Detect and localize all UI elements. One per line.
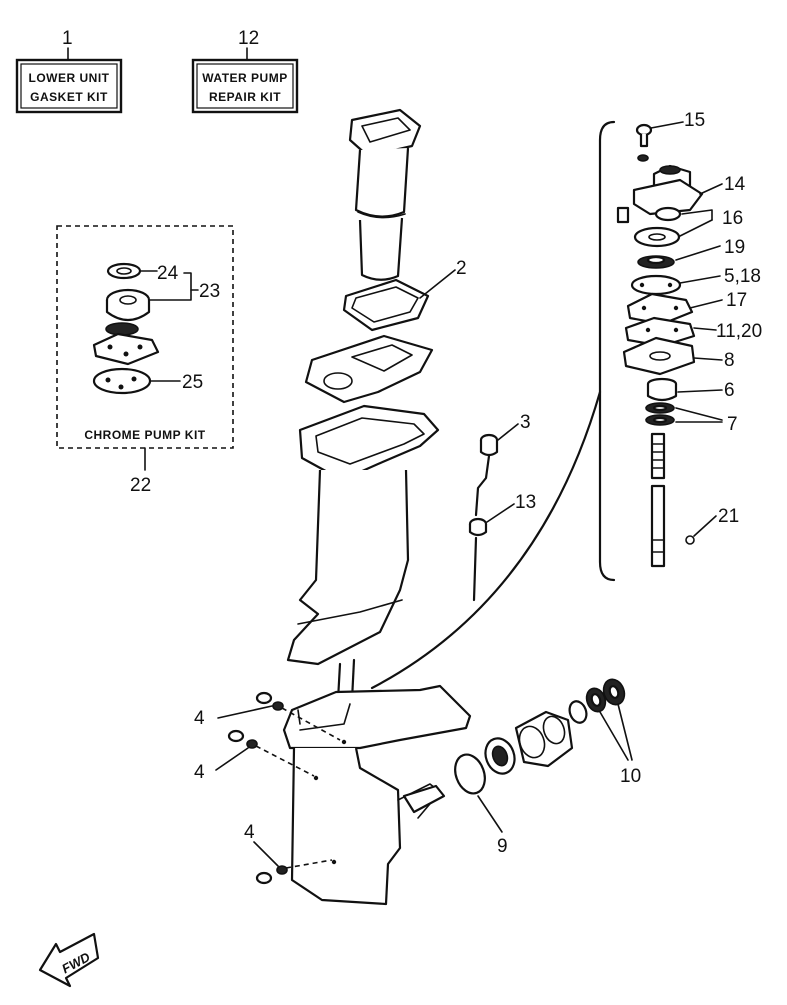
callout-10: 10 xyxy=(620,766,641,787)
part-14-pump-housing xyxy=(616,164,704,224)
kit-chrome-pump: CHROME PUMP KIT 22 24 23 25 xyxy=(56,225,234,496)
part-2-gasket: 2 xyxy=(342,258,467,332)
part-bushing xyxy=(568,700,588,724)
part-4-bolt-lower: 4 xyxy=(244,822,333,885)
part-4-bolt-upper: 4 xyxy=(194,691,341,741)
part-13-water-tube-grommet: 13 xyxy=(468,454,536,602)
callout-5-18: 5,18 xyxy=(724,266,761,287)
callout-17: 17 xyxy=(726,290,747,311)
part-4-bolt-middle: 4 xyxy=(194,729,315,783)
part-7-oil-seals xyxy=(645,402,675,426)
kit-number-1: 1 xyxy=(62,28,73,49)
part-6-seal-housing xyxy=(646,377,678,402)
callout-25: 25 xyxy=(182,372,203,393)
kit-label-water-pump: 12 WATER PUMP REPAIR KIT xyxy=(191,28,299,114)
part-11-20-gasket xyxy=(624,316,696,348)
callout-13: 13 xyxy=(515,492,536,513)
kit-label-lower-unit: 1 LOWER UNIT GASKET KIT xyxy=(15,28,123,114)
part-9-o-ring: 9 xyxy=(454,753,508,857)
callout-9: 9 xyxy=(497,836,508,857)
callout-8: 8 xyxy=(724,350,735,371)
part-10-seals: 10 xyxy=(585,678,641,787)
callout-4-lower: 4 xyxy=(244,822,255,843)
callout-16: 16 xyxy=(722,208,743,229)
part-upper-casing xyxy=(286,404,440,666)
callout-11-20: 11,20 xyxy=(716,321,762,342)
kit-water-pump-line2: REPAIR KIT xyxy=(209,90,281,104)
guide-line xyxy=(370,390,602,690)
callout-2: 2 xyxy=(456,258,467,279)
kit-lower-unit-line1: LOWER UNIT xyxy=(29,71,110,85)
part-16-insert xyxy=(633,206,682,248)
callout-19: 19 xyxy=(724,237,745,258)
callout-23: 23 xyxy=(199,281,220,302)
part-driveshaft-housing xyxy=(348,108,422,281)
callout-7: 7 xyxy=(727,414,738,435)
fwd-arrow-icon: FWD xyxy=(38,932,100,988)
part-25-gasket xyxy=(92,367,152,395)
part-exhaust-plate xyxy=(304,334,434,404)
callout-15: 15 xyxy=(684,110,705,131)
callout-14: 14 xyxy=(724,174,746,195)
part-gearcase xyxy=(282,658,472,906)
kit-lower-unit-line2: GASKET KIT xyxy=(30,90,108,104)
kit-number-12: 12 xyxy=(238,28,259,49)
part-19-impeller xyxy=(637,255,675,269)
kit-number-22: 22 xyxy=(130,475,151,496)
part-8-base-plate xyxy=(622,336,696,376)
part-impeller xyxy=(92,322,160,366)
part-5-18-gasket xyxy=(630,274,682,296)
callout-4-middle: 4 xyxy=(194,762,205,783)
part-drive-shaft xyxy=(650,432,666,568)
part-3-grommet: 3 xyxy=(479,412,531,457)
callout-24: 24 xyxy=(157,263,179,284)
part-23-pump-cover xyxy=(105,288,151,322)
part-bearing-housing xyxy=(514,710,574,768)
callout-3: 3 xyxy=(520,412,531,433)
kit-water-pump-line1: WATER PUMP xyxy=(202,71,287,85)
part-bearing xyxy=(484,737,516,775)
callout-6: 6 xyxy=(724,380,735,401)
callout-21: 21 xyxy=(718,506,739,527)
part-17-plate xyxy=(626,292,694,326)
part-21-pin xyxy=(685,535,695,545)
part-24-gasket xyxy=(106,262,142,280)
callout-4-upper: 4 xyxy=(194,708,205,729)
water-pump-assembly: 15 14 16 19 xyxy=(598,110,762,582)
chrome-pump-kit-label: CHROME PUMP KIT xyxy=(84,428,205,442)
